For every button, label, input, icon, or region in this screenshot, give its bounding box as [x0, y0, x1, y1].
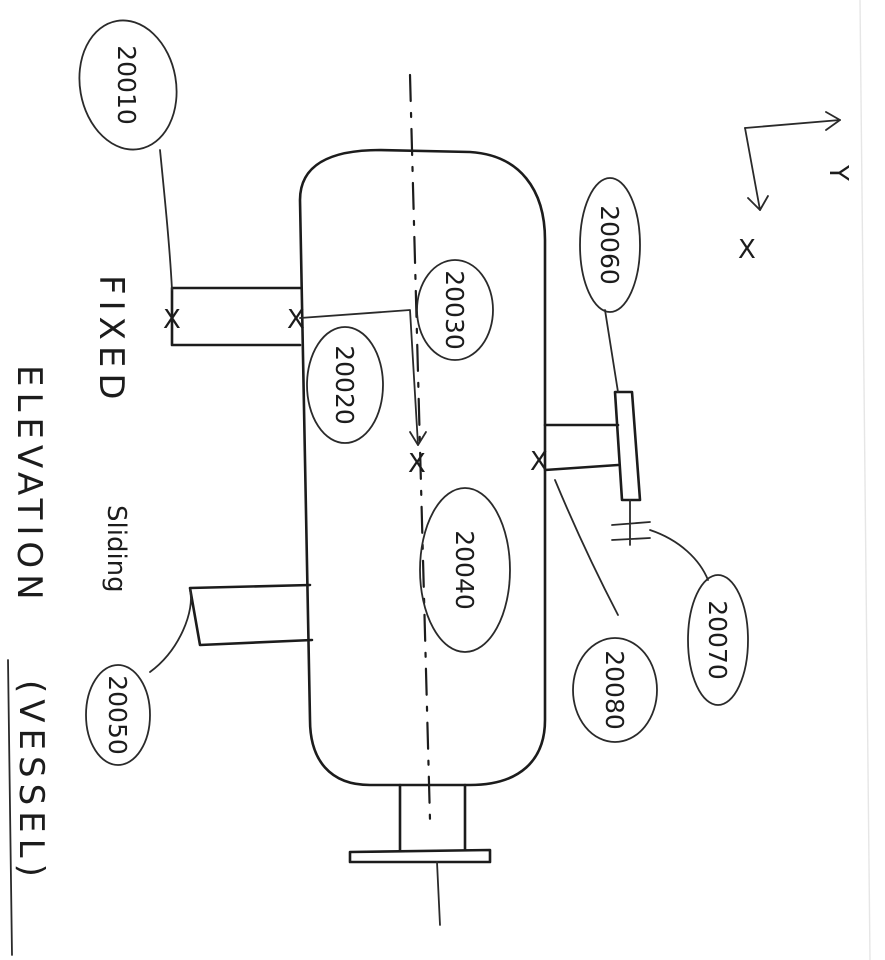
node-tag-20070: 20070: [649, 529, 749, 706]
svg-text:20040: 20040: [450, 530, 479, 610]
axis-y-label: Y: [823, 164, 853, 181]
svg-text:20080: 20080: [600, 650, 629, 730]
drawing-subtitle: (VESSEL): [11, 680, 51, 883]
vessel-shell: [298, 148, 547, 787]
svg-text:20060: 20060: [595, 205, 624, 285]
node-marker-fixed-end: X: [163, 305, 181, 335]
svg-text:20030: 20030: [440, 270, 469, 350]
bottom-nozzle: [348, 783, 492, 926]
node-tag-20010: 20010: [78, 19, 178, 291]
node-marker-center: X: [408, 449, 426, 479]
axis-triad: Y X: [738, 111, 853, 265]
svg-text:20070: 20070: [703, 600, 732, 680]
side-nozzle: [543, 390, 651, 546]
node-marker-side: X: [530, 447, 548, 477]
internal-leader: [299, 309, 427, 446]
scan-artifact: [859, 0, 871, 960]
node-markers: X X X X: [163, 305, 548, 479]
axis-x-label: X: [738, 235, 756, 265]
title-underline: [7, 659, 13, 956]
svg-text:20020: 20020: [330, 345, 359, 425]
node-tag-20060: 20060: [579, 177, 641, 393]
sliding-support: [188, 583, 314, 647]
fixed-support-label: FIXED: [91, 275, 131, 406]
node-tag-20030: 20030: [416, 259, 494, 361]
node-marker-fixed-shell: X: [287, 305, 305, 335]
node-tag-20050: 20050: [85, 589, 192, 766]
drawing-title: ELEVATION: [9, 365, 49, 606]
node-tag-20080: 20080: [554, 479, 658, 743]
svg-text:20050: 20050: [103, 675, 132, 755]
fixed-support: [170, 286, 302, 347]
node-tag-20020: 20020: [306, 326, 384, 444]
node-tag-20040: 20040: [419, 487, 511, 653]
vessel-centerline: [408, 73, 432, 822]
sliding-support-label: Sliding: [101, 505, 131, 593]
svg-text:20010: 20010: [112, 45, 141, 125]
